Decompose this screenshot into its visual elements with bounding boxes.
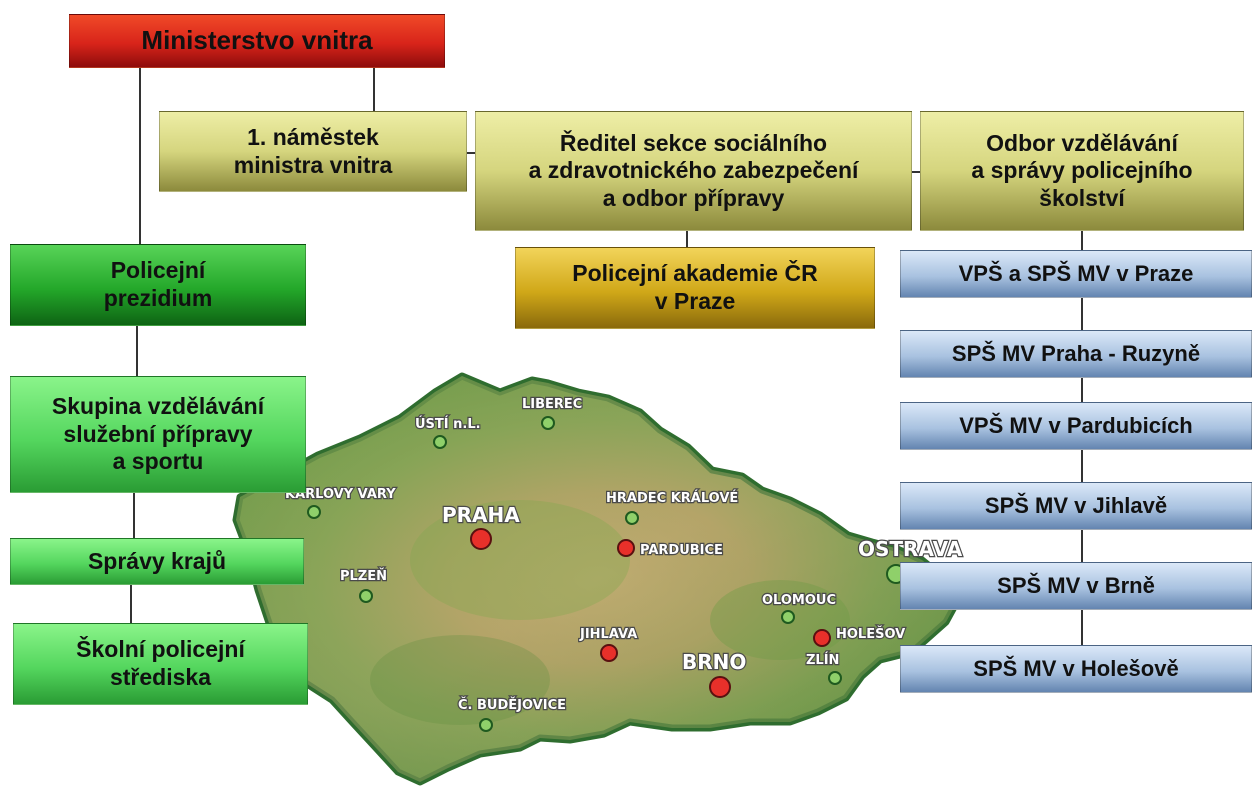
school-box: SPŠ MV Praha - Ruzyně [900, 330, 1252, 378]
city-label: Č. BUDĚJOVICE [458, 697, 566, 713]
city-label: OSTRAVA [858, 537, 963, 561]
city-label: PARDUBICE [640, 543, 723, 558]
director-line-2: a zdravotnického zabezpečení [528, 157, 859, 184]
training-line-1: Skupina vzdělávání [51, 393, 265, 420]
city-label: HOLEŠOV [836, 626, 905, 642]
city-marker [617, 539, 635, 557]
city-label: PLZEŇ [340, 568, 387, 584]
city-marker [470, 528, 492, 550]
training-line-2: služební přípravy [63, 420, 253, 447]
city-8: OLOMOUC [761, 592, 837, 624]
director-line-1: Ředitel sekce sociálního [559, 129, 828, 156]
ministry-box: Ministerstvo vnitra [69, 14, 445, 68]
centres-line-1: Školní policejní [76, 636, 245, 663]
department-line-3: školství [1039, 184, 1125, 211]
school-box: SPŠ MV v Jihlavě [900, 482, 1252, 530]
city-6: OSTRAVA [857, 536, 964, 584]
deputy-line-2: ministra vnitra [233, 151, 393, 178]
deputy-line-1: 1. náměstek [247, 123, 379, 150]
director-line-3: a odbor přípravy [602, 184, 785, 211]
school-box: SPŠ MV v Holešově [900, 645, 1252, 693]
city-12: ZLÍN [805, 651, 842, 685]
city-13: Č. BUDĚJOVICE [457, 696, 567, 732]
city-marker [813, 629, 831, 647]
connector-line [130, 585, 132, 623]
city-label: KARLOVY VARY [285, 487, 396, 502]
connector-line [466, 152, 476, 154]
connector-line [139, 66, 141, 244]
department-line-2: a správy policejního [971, 157, 1193, 184]
ministry-label: Ministerstvo vnitra [141, 25, 373, 56]
connector-line [912, 171, 920, 173]
city-label: JIHLAVA [579, 627, 637, 642]
school-label: SPŠ MV v Brně [997, 572, 1155, 598]
city-11: BRNO [681, 649, 748, 698]
academy-line-2: v Praze [654, 288, 736, 314]
city-4: HRADEC KRÁLOVÉ [605, 489, 740, 525]
city-marker [709, 676, 731, 698]
city-marker [433, 435, 447, 449]
presidium-line-2: prezidium [103, 285, 213, 311]
school-label: SPŠ MV Praha - Ruzyně [951, 340, 1201, 366]
city-label: ÚSTÍ n.L. [415, 416, 481, 432]
city-marker [307, 505, 321, 519]
city-marker [828, 671, 842, 685]
school-label: VPŠ a SPŠ MV v Praze [958, 260, 1194, 286]
regions-label: Správy krajů [87, 547, 227, 574]
city-marker [781, 610, 795, 624]
school-label: SPŠ MV v Jihlavě [984, 492, 1168, 518]
connector-line [133, 493, 135, 538]
city-1: ÚSTÍ n.L. [414, 415, 482, 449]
city-label: HRADEC KRÁLOVÉ [606, 490, 738, 506]
training-line-3: a sportu [112, 448, 204, 475]
school-box: SPŠ MV v Brně [900, 562, 1252, 610]
city-3: KARLOVY VARY [284, 486, 397, 519]
city-label: PRAHA [442, 503, 520, 527]
city-marker [359, 589, 373, 603]
city-10: JIHLAVA [578, 626, 638, 662]
city-2: LIBEREC [521, 396, 584, 430]
academy-line-1: Policejní akademie ČR [572, 260, 818, 287]
city-marker [600, 644, 618, 662]
city-marker [625, 511, 639, 525]
city-marker [479, 718, 493, 732]
connector-line [686, 231, 688, 247]
city-label: LIBEREC [522, 397, 582, 412]
connector-line [136, 326, 138, 376]
school-label: VPŠ MV v Pardubicích [959, 412, 1193, 438]
school-box: VPŠ MV v Pardubicích [900, 402, 1252, 450]
city-7: PLZEŇ [339, 567, 388, 603]
city-0: PRAHA [441, 502, 521, 550]
regions-box: Správy krajů [10, 538, 304, 585]
centres-line-2: střediska [109, 664, 211, 690]
school-label: SPŠ MV v Holešově [973, 655, 1179, 681]
school-box: VPŠ a SPŠ MV v Praze [900, 250, 1252, 298]
city-9: HOLEŠOV [813, 625, 906, 647]
city-5: PARDUBICE [617, 539, 724, 559]
connector-line [373, 66, 375, 111]
presidium-line-1: Policejní [110, 257, 206, 284]
city-label: BRNO [682, 650, 746, 674]
city-label: OLOMOUC [762, 593, 836, 608]
department-line-1: Odbor vzdělávání [986, 129, 1178, 156]
city-marker [541, 416, 555, 430]
city-label: ZLÍN [806, 652, 839, 668]
